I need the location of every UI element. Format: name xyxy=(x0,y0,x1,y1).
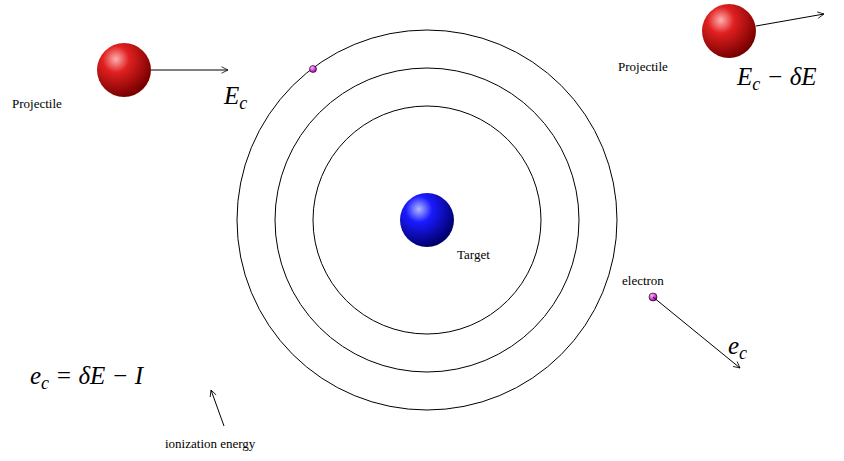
target-sphere xyxy=(400,193,454,247)
subscript: c xyxy=(41,373,49,393)
text-run: E xyxy=(737,63,752,90)
text-run: = δE − I xyxy=(49,362,143,389)
equation-label: ec = δE − I xyxy=(30,362,143,391)
text-run: e xyxy=(728,332,739,359)
energy-label: Ec − δE xyxy=(737,63,817,92)
electron-shells xyxy=(237,30,617,410)
annotation-label: ionization energy xyxy=(165,437,255,452)
text-run: E xyxy=(224,82,239,109)
target-label: Target xyxy=(457,248,490,263)
projectile-label: Projectile xyxy=(12,97,62,112)
velocity-arrow xyxy=(653,297,740,368)
projectile-sphere xyxy=(97,43,151,97)
text-run: − δE xyxy=(760,63,816,90)
electron-label: electron xyxy=(622,274,664,289)
leader-arrow xyxy=(211,390,224,426)
velocity-arrow xyxy=(756,14,824,26)
projectile-label: Projectile xyxy=(618,60,668,75)
subscript: c xyxy=(239,93,247,113)
energy-label: Ec xyxy=(224,82,247,111)
velocity-arrow xyxy=(151,70,228,71)
subscript: c xyxy=(739,343,747,363)
energy-label: ec xyxy=(728,332,747,361)
projectile-sphere xyxy=(702,4,756,58)
bound-electron xyxy=(310,66,317,73)
text-run: e xyxy=(30,362,41,389)
subscript: c xyxy=(752,74,760,94)
